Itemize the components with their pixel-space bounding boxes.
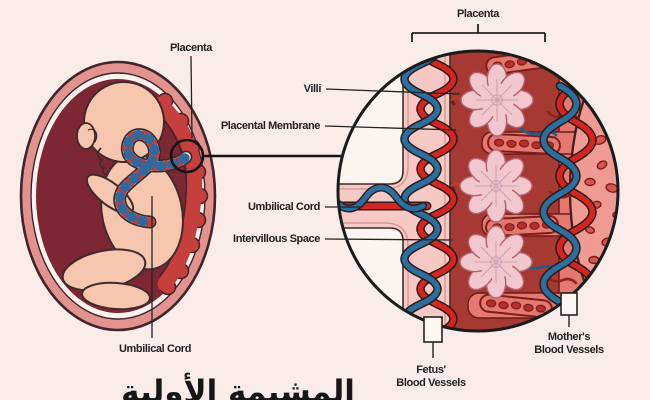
label-umbilical-cord-left: Umbilical Cord [118, 343, 192, 355]
label-placenta-left: Placenta [169, 42, 213, 54]
fetus-shin [81, 281, 151, 311]
placenta-crescent [152, 92, 209, 296]
bracket-placenta-top [411, 24, 546, 42]
leader-intervillous [324, 238, 453, 241]
leader-placenta-left [190, 55, 193, 139]
label-villi: Villi [303, 83, 322, 95]
mothers-vessels-line2: Blood Vessels [534, 343, 604, 356]
fetal-artery-red [417, 51, 457, 331]
label-placenta-top: Placenta [456, 8, 500, 20]
fetal-vein-blue [401, 51, 441, 331]
vessel-pointers [423, 292, 578, 358]
leader-lines [151, 24, 546, 338]
caption-arabic: المشيمة الأولية أثناء الحمل [121, 374, 355, 400]
pointer-mothers-vessels [560, 292, 578, 316]
fetus-ear [76, 122, 96, 150]
fetus-vessels-line1: Fetus' [416, 364, 446, 376]
uterus-diagram [19, 60, 217, 332]
fetal-vessel-helix [400, 51, 458, 331]
label-fetus-blood-vessels: Fetus' Blood Vessels [381, 364, 481, 390]
villus-trees [447, 63, 534, 299]
zoom-circle-content [338, 51, 618, 331]
label-mothers-blood-vessels: Mother's Blood Vessels [519, 331, 619, 357]
mothers-vein-blue [540, 83, 580, 331]
label-umbilical-cord-mid: Umbilical Cord [247, 201, 320, 213]
fetus-vessels-line2: Blood Vessels [396, 376, 466, 389]
fetus-face-profile [97, 147, 109, 176]
fetus-ear-inner [87, 128, 98, 143]
mothers-vessels-line1: Mother's [547, 331, 591, 343]
umbilical-cord-coil [113, 128, 193, 229]
zoom-circle-outline [336, 49, 620, 333]
leader-placental-membrane [324, 125, 457, 131]
villus-tree-1 [460, 63, 534, 137]
label-placental-membrane: Placental Membrane [220, 120, 321, 132]
label-intervillous-space: Intervillous Space [233, 233, 320, 245]
villus-tree-2 [459, 149, 533, 223]
pointer-fetus-vessels [423, 316, 443, 343]
leader-villi [325, 88, 461, 95]
cord-vein-blue [338, 184, 426, 212]
cord-vessels [338, 183, 432, 213]
villus-tree-3 [459, 225, 533, 299]
